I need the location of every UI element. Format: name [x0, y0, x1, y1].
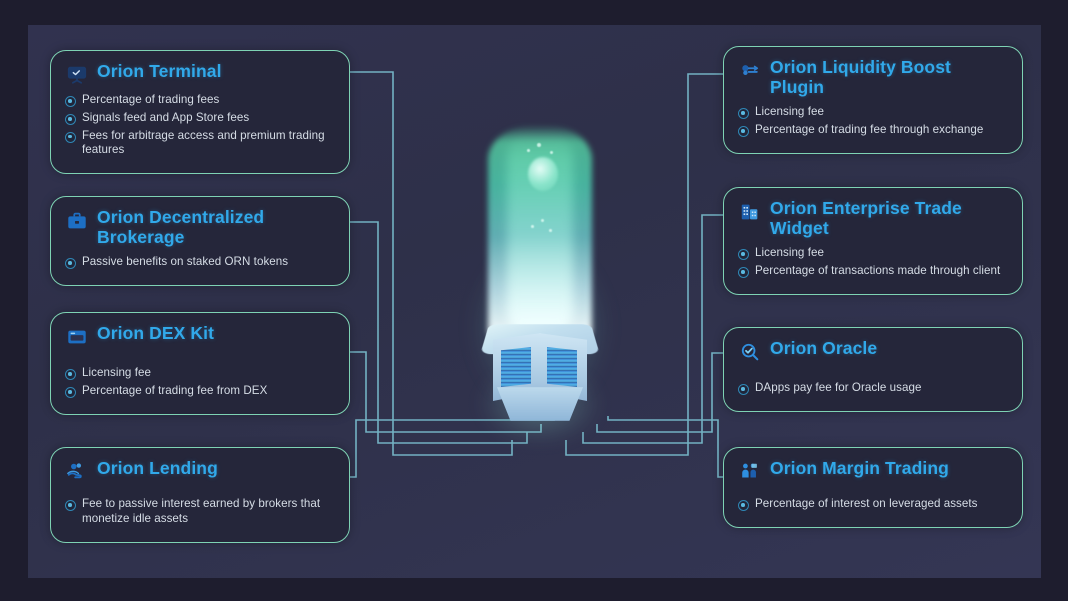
card-title: Orion Terminal	[97, 61, 222, 81]
bullet-text: Fee to passive interest earned by broker…	[82, 497, 321, 525]
bullet-dot-icon	[65, 257, 76, 269]
liquidity-plug-icon	[738, 59, 761, 82]
card-bullet-list: Licensing fee Percentage of trading fee …	[738, 105, 1008, 138]
bullet-item: Percentage of trading fees	[65, 93, 335, 108]
card-bullet-list: Licensing fee Percentage of trading fee …	[65, 366, 335, 399]
card-title: Orion DEX Kit	[97, 323, 214, 343]
core-spark	[527, 149, 530, 152]
bullet-dot-icon	[738, 500, 749, 511]
card-orion-terminal[interactable]: Orion Terminal Percentage of trading fee…	[50, 50, 350, 175]
bullet-item: Fees for arbitrage access and premium tr…	[65, 129, 335, 159]
card-header: Orion Enterprise Trade Widget	[738, 198, 1008, 239]
core-spark	[549, 229, 552, 232]
bullet-dot-icon	[65, 500, 76, 511]
bullet-dot-icon	[738, 107, 749, 119]
core-orb	[528, 157, 558, 191]
bullet-item: Percentage of trading fee through exchan…	[738, 123, 1008, 138]
bullet-item: Percentage of interest on leveraged asse…	[738, 497, 1008, 512]
core-spark	[537, 143, 541, 147]
bullet-text: Percentage of transactions made through …	[755, 263, 1001, 277]
bullet-item: Percentage of trading fee from DEX	[65, 384, 335, 399]
pedestal-base	[496, 387, 584, 421]
oracle-search-icon	[738, 340, 761, 363]
bullet-text: Licensing fee	[82, 366, 151, 379]
card-header: Orion Decentralized Brokerage	[65, 207, 335, 248]
card-title: Orion Enterprise Trade Widget	[770, 198, 962, 239]
building-chart-icon	[738, 200, 761, 223]
pedestal-screen-right	[547, 347, 577, 387]
bullet-dot-icon	[65, 131, 76, 143]
card-title: Orion Liquidity Boost Plugin	[770, 57, 951, 98]
bullet-dot-icon	[738, 125, 749, 137]
hand-coins-icon	[65, 460, 88, 483]
bullet-dot-icon	[738, 266, 749, 278]
card-bullet-list: Percentage of interest on leveraged asse…	[738, 497, 1008, 512]
bullet-dot-icon	[65, 96, 76, 107]
briefcase-icon	[65, 209, 88, 232]
bullet-item: Licensing fee	[738, 246, 1008, 261]
terminal-screen-icon	[65, 63, 88, 86]
card-orion-liquidity-boost-plugin[interactable]: Orion Liquidity Boost Plugin Licensing f…	[723, 46, 1023, 154]
bullet-dot-icon	[65, 113, 76, 125]
bullet-text: Passive benefits on staked ORN tokens	[82, 254, 289, 268]
bullet-text: Percentage of trading fee from DEX	[82, 383, 268, 397]
bullet-text: Licensing fee	[755, 245, 824, 259]
card-bullet-list: Percentage of trading fees Signals feed …	[65, 93, 335, 158]
bullet-dot-icon	[738, 248, 749, 260]
margin-scale-icon	[738, 460, 761, 483]
bullet-text: DApps pay fee for Oracle usage	[755, 381, 922, 394]
card-header: Orion Oracle	[738, 338, 1008, 363]
card-bullet-list: Licensing fee Percentage of transactions…	[738, 246, 1008, 279]
bullet-item: Licensing fee	[65, 366, 335, 381]
card-orion-margin-trading[interactable]: Orion Margin Trading Percentage of inter…	[723, 447, 1023, 528]
card-bullet-list: Fee to passive interest earned by broker…	[65, 497, 335, 527]
card-title: Orion Lending	[97, 458, 218, 478]
bullet-dot-icon	[65, 386, 76, 398]
orion-core-illustration	[455, 125, 625, 445]
card-bullet-list: DApps pay fee for Oracle usage	[738, 381, 1008, 396]
bullet-text: Fees for arbitrage access and premium tr…	[82, 128, 325, 157]
card-title: Orion Margin Trading	[770, 458, 949, 478]
dex-card-icon	[65, 325, 88, 348]
bullet-dot-icon	[738, 384, 749, 395]
bullet-text: Percentage of trading fee through exchan…	[755, 122, 984, 136]
bullet-item: Licensing fee	[738, 105, 1008, 120]
card-title: Orion Oracle	[770, 338, 878, 358]
bullet-text: Signals feed and App Store fees	[82, 110, 250, 124]
card-orion-oracle[interactable]: Orion Oracle DApps pay fee for Oracle us…	[723, 327, 1023, 412]
bullet-item: Fee to passive interest earned by broker…	[65, 497, 335, 527]
card-header: Orion Margin Trading	[738, 458, 1008, 483]
pedestal-screen-left	[501, 347, 531, 387]
card-header: Orion Terminal	[65, 61, 335, 86]
core-spark	[541, 219, 544, 222]
bullet-text: Licensing fee	[755, 104, 824, 118]
card-header: Orion Liquidity Boost Plugin	[738, 57, 1008, 98]
bullet-text: Percentage of interest on leveraged asse…	[755, 497, 978, 510]
card-orion-decentralized-brokerage[interactable]: Orion Decentralized Brokerage Passive be…	[50, 196, 350, 286]
bullet-item: Passive benefits on staked ORN tokens	[65, 255, 335, 270]
card-orion-enterprise-trade-widget[interactable]: Orion Enterprise Trade Widget Licensing …	[723, 187, 1023, 295]
bullet-dot-icon	[65, 369, 76, 380]
card-orion-dex-kit[interactable]: Orion DEX Kit Licensing fee Percentage o…	[50, 312, 350, 415]
bullet-item: Percentage of transactions made through …	[738, 264, 1008, 279]
card-header: Orion Lending	[65, 458, 335, 483]
core-spark	[531, 225, 534, 228]
card-header: Orion DEX Kit	[65, 323, 335, 348]
bullet-text: Percentage of trading fees	[82, 93, 220, 106]
card-orion-lending[interactable]: Orion Lending Fee to passive interest ea…	[50, 447, 350, 543]
bullet-item: Signals feed and App Store fees	[65, 111, 335, 126]
core-spark	[550, 151, 553, 154]
card-bullet-list: Passive benefits on staked ORN tokens	[65, 255, 335, 270]
bullet-item: DApps pay fee for Oracle usage	[738, 381, 1008, 396]
card-title: Orion Decentralized Brokerage	[97, 207, 265, 248]
